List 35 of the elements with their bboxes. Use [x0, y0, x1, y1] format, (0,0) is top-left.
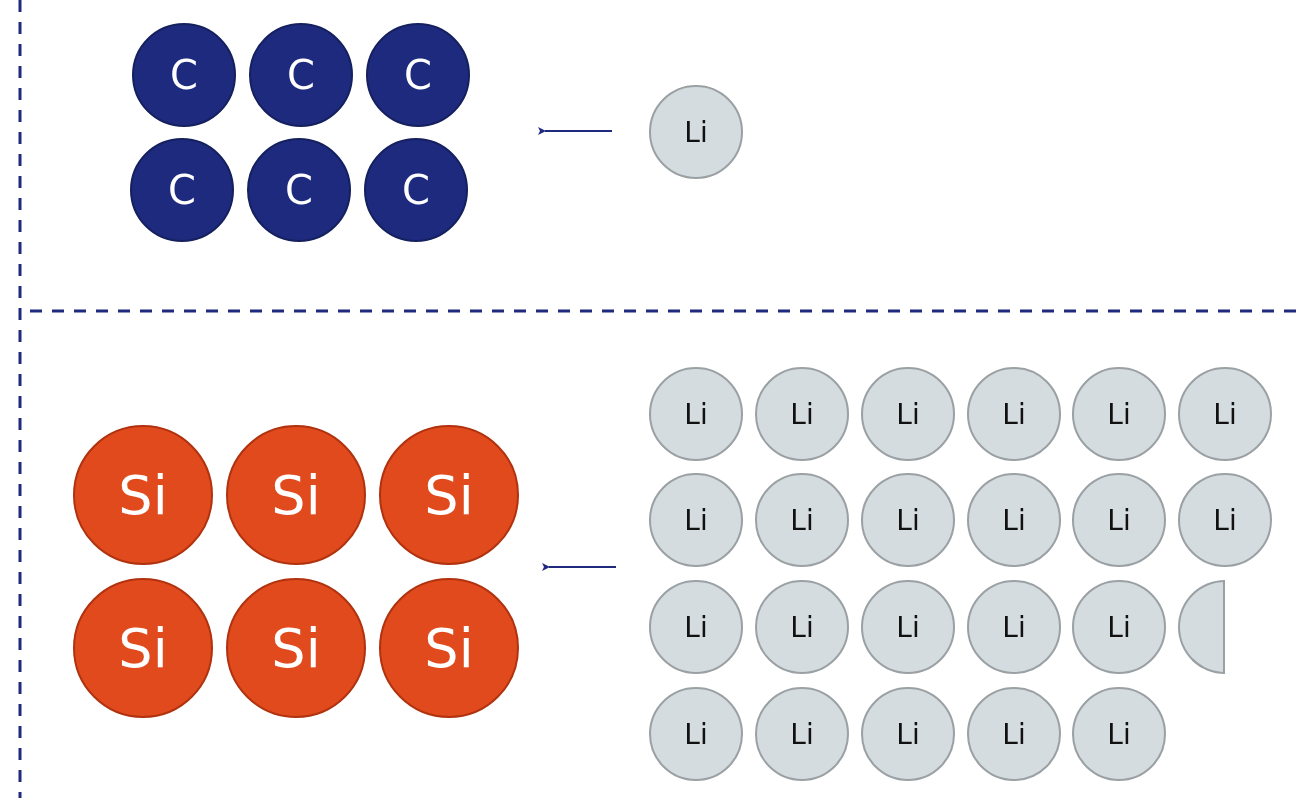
lithium-atom: Li: [649, 473, 743, 567]
lithium-atom: Li: [861, 687, 955, 781]
silicon-atom: Si: [73, 425, 213, 565]
lithium-atom: Li: [1072, 367, 1166, 461]
lithium-atom: Li: [755, 580, 849, 674]
lithium-atom: Li: [1072, 473, 1166, 567]
silicon-atom: Si: [226, 425, 366, 565]
carbon-atom: C: [247, 138, 351, 242]
carbon-atom: C: [132, 23, 236, 127]
lithium-atom: Li: [967, 473, 1061, 567]
lithium-atom: Li: [1178, 367, 1272, 461]
carbon-atom: C: [249, 23, 353, 127]
lithium-atom: Li: [755, 687, 849, 781]
lithium-atom: Li: [967, 687, 1061, 781]
silicon-atom: Si: [73, 578, 213, 718]
silicon-atom: Si: [379, 425, 519, 565]
lithium-atom: Li: [649, 687, 743, 781]
lithium-atom: Li: [649, 85, 743, 179]
lithium-atom: Li: [861, 367, 955, 461]
silicon-atom: Si: [226, 578, 366, 718]
lithium-atom: Li: [861, 580, 955, 674]
carbon-atom: C: [366, 23, 470, 127]
silicon-atom: Si: [379, 578, 519, 718]
carbon-atom: C: [130, 138, 234, 242]
lithium-atom: Li: [649, 367, 743, 461]
lithium-atom: Li: [755, 473, 849, 567]
lithium-atom: Li: [1072, 687, 1166, 781]
lithium-atom: Li: [755, 367, 849, 461]
lithium-atom: Li: [1072, 580, 1166, 674]
lithium-atom: Li: [1178, 473, 1272, 567]
lithium-atom: Li: [967, 367, 1061, 461]
lithium-atom: Li: [649, 580, 743, 674]
carbon-atom: C: [364, 138, 468, 242]
lithium-atom: Li: [861, 473, 955, 567]
lithium-atom: Li: [967, 580, 1061, 674]
